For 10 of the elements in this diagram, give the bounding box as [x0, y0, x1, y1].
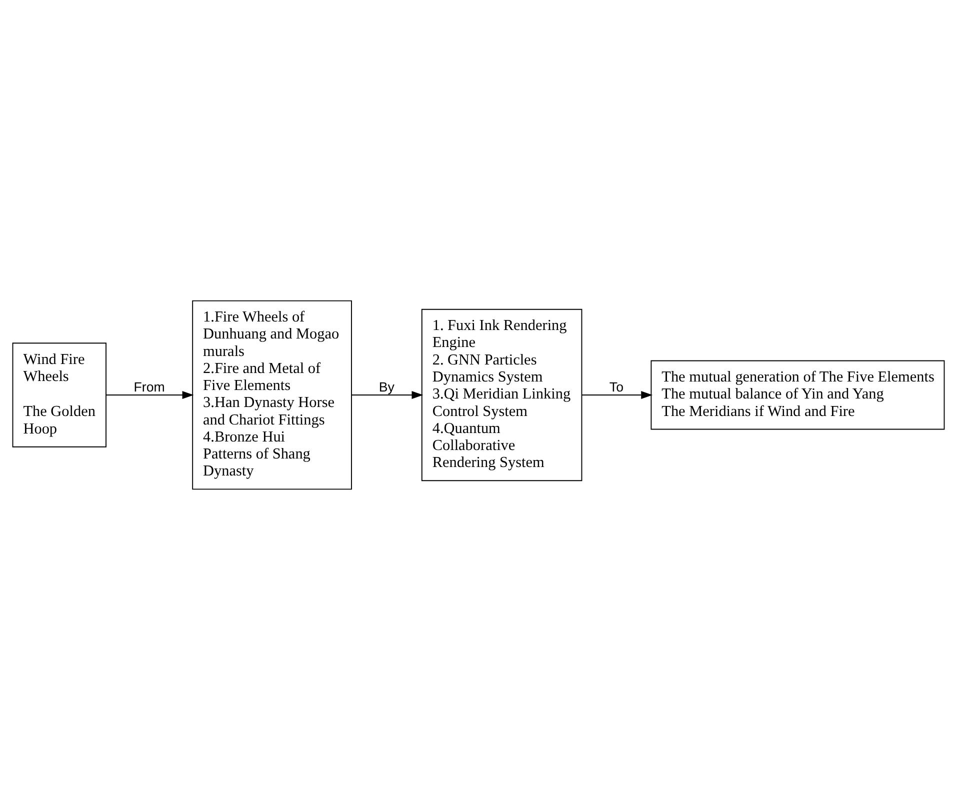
edge-label: To — [609, 378, 624, 394]
node-box: 1.Fire Wheels of Dunhuang and Mogao murals 2.Fire and Metal of Five Elements 3.Han Dynasty Horse and Chariot Fittings 4.Bronze Hui Patterns of Shang Dynasty — [192, 300, 352, 490]
edge-label: From — [134, 378, 165, 394]
node-box: 1. Fuxi Ink Rendering Engine 2. GNN Particles Dynamics System 3.Qi Meridian Linking Control System 4.Quantum Collaborative Rendering System — [421, 308, 582, 481]
arrow — [351, 390, 424, 398]
arrow — [581, 390, 653, 398]
node-box: The mutual generation of The Five Elements The mutual balance of Yin and Yang The Meridians if Wind and Fire — [650, 360, 945, 430]
arrow — [106, 390, 194, 398]
node-box: Wind Fire Wheels The Golden Hoop — [12, 342, 106, 447]
edge-label: By — [378, 378, 394, 394]
